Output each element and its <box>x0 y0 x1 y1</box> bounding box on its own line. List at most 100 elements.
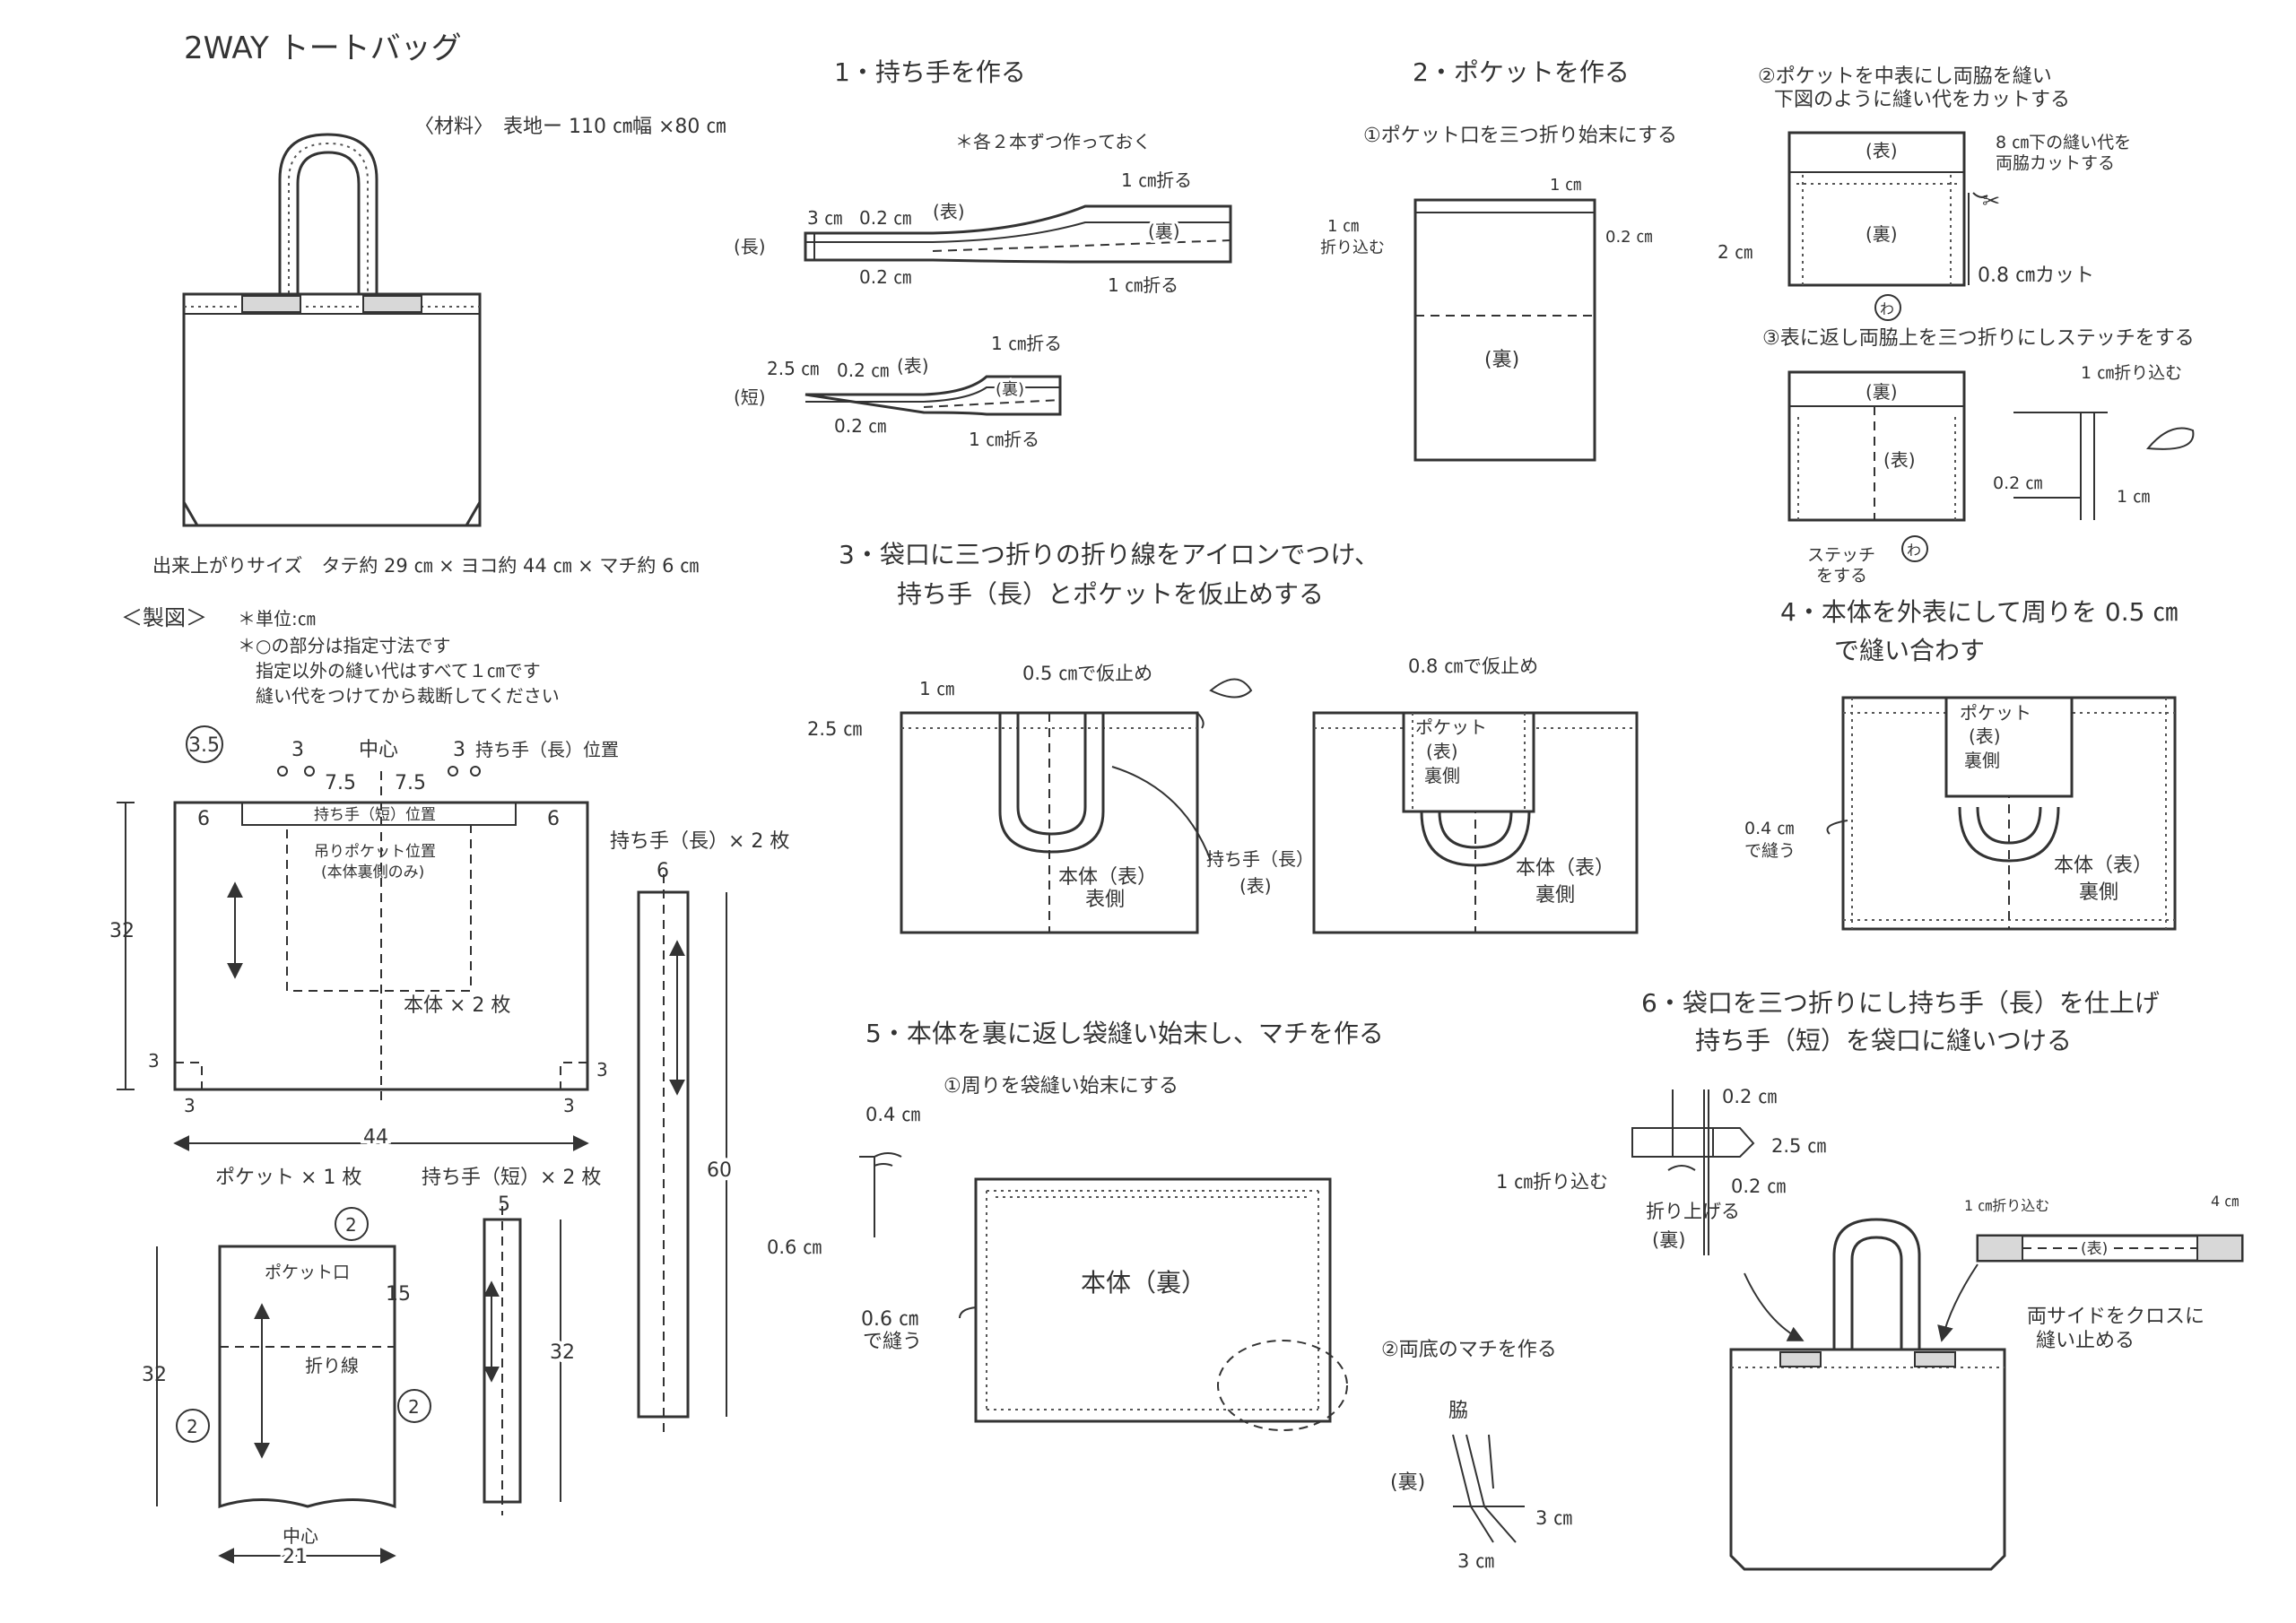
step4-heading: 4・本体を外表にして周りを 0.5 ㎝ <box>1780 597 2178 627</box>
step1-short-dim-5: (裏) <box>996 380 1024 399</box>
step3a-tack: 0.5 ㎝で仮止め <box>1022 663 1152 684</box>
step3-heading2: 持ち手（長）とポケットを仮止めする <box>897 579 1324 609</box>
step2-fold-in: 折り込む <box>1320 239 1385 257</box>
step6-handle-fold <box>1631 1089 1755 1255</box>
body-top-mark-4: 7.5 <box>395 772 426 794</box>
long-handle-width: 6 <box>657 860 669 882</box>
step6-heading: 6・袋口を三つ折りにし持ち手（長）を仕上げ <box>1641 988 2160 1018</box>
step4-body-right: 本体（表） <box>2054 855 2152 877</box>
long-handle-name: 持ち手（長）× 2 枚 <box>610 830 789 853</box>
step2-pocket-hem <box>1413 198 1596 462</box>
step3b-pocket: ポケット <box>1415 716 1487 738</box>
body-corner-left-b: 3 <box>184 1095 196 1116</box>
pocket-height: 32 <box>142 1364 167 1386</box>
pattern-note-4: 縫い代をつけてから裁断してください <box>256 685 560 707</box>
step6-right-side: (表) <box>2081 1240 2108 1258</box>
step1-short-label: (短) <box>734 386 766 408</box>
step1-heading: 1・持ち手を作る <box>834 57 1026 87</box>
body-top-mark-2: 3 <box>453 739 465 761</box>
step4-back-side: 裏側 <box>2079 881 2118 904</box>
short-handle-position: 持ち手（短）位置 <box>314 806 436 824</box>
step3-panel-b <box>1312 711 1639 934</box>
step2-fold-mark: わ <box>1880 300 1894 317</box>
pocket-fold-line: 折り線 <box>305 1355 359 1376</box>
step1-long-dim-6: 0.2 ㎝ <box>859 266 911 288</box>
step2-fold-mark-2: わ <box>1907 542 1921 559</box>
body-top-mark-1: 3 <box>291 739 304 761</box>
scissors-icon: ✂ <box>1982 188 2000 213</box>
fold-mark-circle-2 <box>1901 535 1928 562</box>
step1-long-dim-3: (表) <box>933 201 965 222</box>
step1-long-dim-2: 0.2 ㎝ <box>859 207 911 229</box>
seam-left: 6 <box>197 808 210 830</box>
step4-heading2: で縫い合わす <box>1834 636 1985 665</box>
step3b-back-side: 裏側 <box>1535 884 1575 907</box>
step1-short-handle <box>804 375 1062 416</box>
long-handle-position: 持ち手（長）位置 <box>475 739 619 760</box>
step1-long-label: (長) <box>734 236 766 257</box>
pocket-position: 吊りポケット位置 <box>314 843 436 861</box>
seam-right: 6 <box>547 808 560 830</box>
step6-finished-bag <box>1729 1218 2006 1571</box>
step2-wrong-side-3: (裏) <box>1866 381 1898 403</box>
step1-note: ＊各２本ずつ作っておく <box>955 131 1151 152</box>
step5-sew-label: で縫う <box>863 1331 922 1353</box>
step2-wrong-side: (裏) <box>1484 349 1519 371</box>
step2-dim-2cm: 2 ㎝ <box>1718 241 1752 263</box>
step5-sub2: ②両底のマチを作る <box>1381 1339 1557 1361</box>
step2-sub2: ②ポケットを中表にし両脇を縫い <box>1758 65 2052 88</box>
step2-wrong-side-2: (裏) <box>1866 223 1898 245</box>
step1-short-dim-1: 2.5 ㎝ <box>767 358 819 379</box>
step1-long-dim-1: 3 ㎝ <box>807 207 842 229</box>
step5-gusset <box>1452 1434 1525 1543</box>
step1-long-dim-7: 1 ㎝折る <box>1108 274 1178 296</box>
step6-cross-2: 縫い止める <box>2036 1330 2135 1352</box>
step6-dim-02b: 0.2 ㎝ <box>1731 1176 1786 1197</box>
step6-short-handle <box>1976 1234 2244 1263</box>
step5-side: 脇 <box>1448 1400 1468 1422</box>
step1-short-dim-4: 1 ㎝折る <box>991 333 1062 354</box>
step5-body-wrong: 本体（裏） <box>1081 1268 1206 1298</box>
step2-sub1: ①ポケット口を三つ折り始末にする <box>1363 125 1677 147</box>
pocket-pattern <box>156 1207 431 1564</box>
long-handle-pattern <box>637 874 727 1435</box>
step4-sew: で縫う <box>1744 841 1796 861</box>
pocket-position-note: (本体裏側のみ) <box>321 863 424 881</box>
step1-short-dim-7: 1 ㎝折る <box>969 429 1039 450</box>
step3b-body-right: 本体（表） <box>1516 857 1614 880</box>
short-handle-name: 持ち手（短）× 2 枚 <box>422 1167 601 1189</box>
step3a-dim-25: 2.5 ㎝ <box>807 718 862 740</box>
pocket-name: ポケット × 1 枚 <box>215 1167 361 1189</box>
step4-pocket-right: (表) <box>1969 725 2001 747</box>
step1-short-dim-2: 0.2 ㎝ <box>837 360 889 381</box>
step5-sew-06: 0.6 ㎝ <box>861 1308 918 1331</box>
body-height: 32 <box>109 920 135 942</box>
step1-long-dim-4: 1 ㎝折る <box>1121 169 1192 191</box>
body-corner-left: 3 <box>148 1050 160 1072</box>
step4-panel <box>1826 696 2177 931</box>
step2-sub2b: 下図のように縫い代をカットする <box>1774 89 2070 111</box>
short-handle-pattern <box>483 1206 561 1515</box>
pocket-mouth: ポケット口 <box>265 1263 350 1282</box>
step4-pocket-back: 裏側 <box>1964 750 2000 771</box>
pocket-circle-left: 2 <box>187 1416 198 1437</box>
body-top-mark-3: 7.5 <box>325 772 356 794</box>
step6-cross-1: 両サイドをクロスに <box>2027 1306 2205 1328</box>
pocket-circle-top: 2 <box>345 1214 357 1236</box>
pattern-note-1: ＊単位:㎝ <box>238 608 316 629</box>
step6-dim-4: 4 ㎝ <box>2211 1193 2239 1210</box>
short-handle-width: 5 <box>498 1193 510 1216</box>
step5-dim-06: 0.6 ㎝ <box>767 1237 822 1258</box>
step4-dim-04: 0.4 ㎝ <box>1744 819 1794 838</box>
body-corner-right-b: 3 <box>563 1095 575 1116</box>
fold-mark-circle <box>1874 294 1901 321</box>
step3a-face-side: 表側 <box>1085 889 1125 911</box>
long-handle-length: 60 <box>707 1159 732 1182</box>
step3a-handle-right: (表) <box>1239 875 1272 897</box>
step4-pocket: ポケット <box>1960 702 2031 724</box>
step3b-pocket-back: 裏側 <box>1424 765 1460 786</box>
pattern-note-3: 指定以外の縫い代はすべて１㎝です <box>256 660 541 681</box>
pocket-side-height: 15 <box>386 1283 411 1306</box>
step2-right-side-2: (表) <box>1883 449 1916 471</box>
body-circled-dim: 3.5 <box>188 734 220 757</box>
